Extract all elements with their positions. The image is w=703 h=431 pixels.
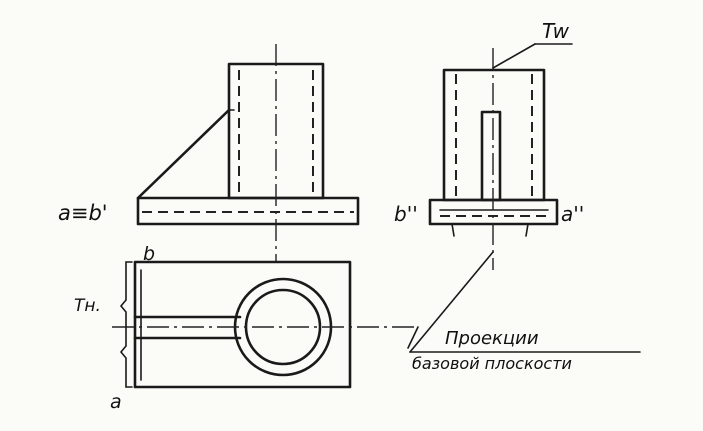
label-b: b [143, 243, 155, 265]
caption-leader-2 [407, 326, 419, 349]
label-b2: b'' [394, 202, 418, 226]
plan-base-outline [133, 260, 352, 389]
side-foot-left [451, 223, 455, 237]
side-foot-right [525, 223, 529, 237]
tw-leader [492, 43, 536, 69]
front-view [136, 44, 360, 262]
caption-leader-1 [409, 251, 494, 353]
caption-line-1: Проекции [445, 328, 539, 349]
side-base-plate [428, 198, 559, 226]
front-rib-edge [136, 108, 231, 200]
label-a: a [110, 391, 122, 413]
label-a-eq-b1: a≡b' [58, 201, 108, 225]
label-tw: Tw [542, 19, 570, 43]
label-a2: a'' [561, 202, 584, 226]
label-th: Tн. [74, 296, 101, 316]
side-view [428, 43, 573, 270]
top-view [112, 251, 641, 389]
caption-line-2: базовой плоскости [412, 354, 572, 373]
plan-left-brace [119, 261, 133, 388]
side-boss-outline [442, 68, 546, 202]
side-rib-slot [480, 110, 502, 202]
front-base-plate [136, 196, 360, 226]
